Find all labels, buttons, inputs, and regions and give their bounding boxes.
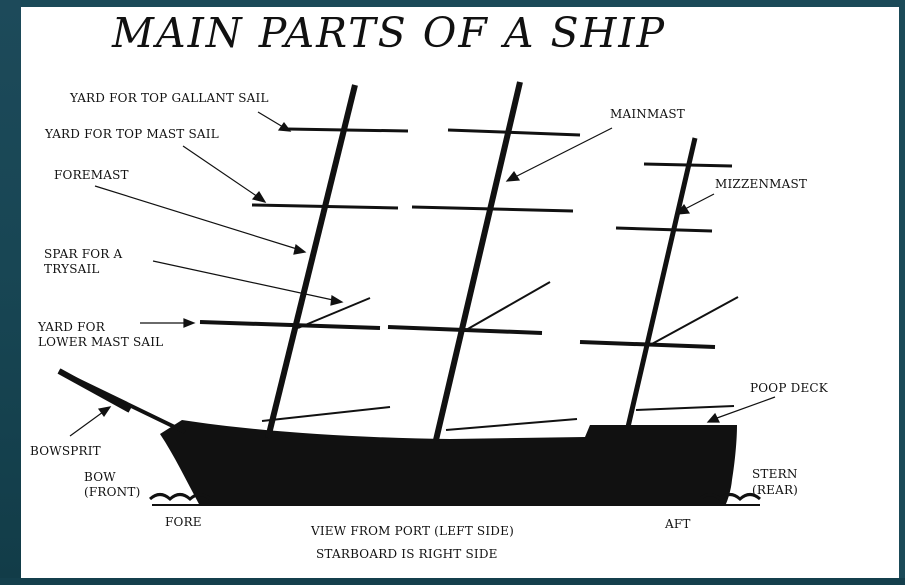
mizzen-boom <box>636 406 734 410</box>
arrowhead-spar <box>331 296 342 305</box>
label-bow-line2: (FRONT) <box>84 485 140 500</box>
main-boom <box>446 419 577 430</box>
label-poop-deck: POOP DECK <box>750 381 828 396</box>
arrowhead-bowsprit <box>99 407 110 416</box>
label-bowsprit: BOWSPRIT <box>30 444 101 459</box>
mizzen-top-mast-yard <box>616 228 712 231</box>
arrowhead-foremast <box>294 245 305 254</box>
arrowhead-yard-top-gallant <box>279 123 290 131</box>
fore-boom <box>262 407 390 421</box>
leader-poop-deck <box>717 397 775 418</box>
mizzen-trysail-spar <box>650 297 738 345</box>
label-yard-top-gallant: YARD FOR TOP GALLANT SAIL <box>70 91 269 106</box>
label-bow-line1: BOW <box>84 470 116 485</box>
fore-top-gallant-yard <box>287 129 408 131</box>
label-spar-line1: SPAR FOR A <box>44 247 122 262</box>
label-fore: FORE <box>165 515 202 530</box>
frame-bottom <box>0 578 905 585</box>
fore-top-mast-yard <box>252 205 398 208</box>
label-yard-lower-line1: YARD FOR <box>38 320 105 335</box>
label-aft: AFT <box>665 517 691 532</box>
label-stern-line2: (REAR) <box>752 483 798 498</box>
caption-starboard: STARBOARD IS RIGHT SIDE <box>316 547 498 562</box>
frame-right <box>899 0 905 585</box>
foremast-pole <box>268 85 355 438</box>
arrowhead-mainmast <box>507 172 519 181</box>
mainmast-pole <box>436 82 520 440</box>
label-yard-top-mast: YARD FOR TOP MAST SAIL <box>45 127 219 142</box>
label-spar-line2: TRYSAIL <box>44 262 100 277</box>
main-top-gallant-yard <box>448 130 580 135</box>
arrowhead-yard-lower <box>184 319 194 327</box>
leader-mizzenmast <box>685 194 714 209</box>
mizzen-lower-yard <box>580 342 715 347</box>
label-foremast: FOREMAST <box>54 168 129 183</box>
frame-left <box>0 0 21 585</box>
mizzen-top-gallant-yard <box>644 164 732 166</box>
leader-bowsprit <box>70 412 103 436</box>
leader-foremast <box>95 186 297 249</box>
leader-yard-top-mast <box>183 146 258 197</box>
mizzenmast-pole <box>628 138 695 427</box>
label-stern-line1: STERN <box>752 467 798 482</box>
main-top-mast-yard <box>412 207 573 211</box>
bowsprit-spar-tip <box>59 371 130 410</box>
hull <box>160 420 737 506</box>
frame-top <box>0 0 905 7</box>
arrowhead-poop-deck <box>708 414 719 422</box>
label-mainmast: MAINMAST <box>610 107 685 122</box>
fore-lower-yard <box>200 322 380 328</box>
arrowhead-yard-top-mast <box>253 192 265 202</box>
caption-view: VIEW FROM PORT (LEFT SIDE) <box>311 524 514 539</box>
label-mizzenmast: MIZZENMAST <box>715 177 807 192</box>
leader-yard-top-gallant <box>258 112 283 127</box>
main-trysail-spar <box>466 282 550 330</box>
page-title: MAIN PARTS OF A SHIP <box>112 8 666 58</box>
label-yard-lower-line2: LOWER MAST SAIL <box>38 335 163 350</box>
